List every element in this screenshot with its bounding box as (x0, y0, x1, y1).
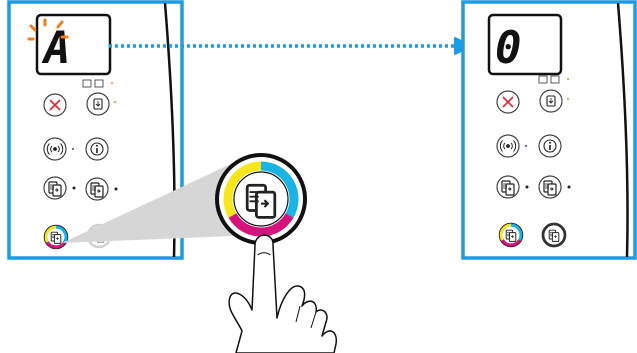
right-display-char: 0 (495, 23, 522, 74)
zoom-callout (62, 153, 307, 245)
right-color-copy-side-button[interactable] (538, 175, 571, 199)
blink-icon (27, 18, 69, 41)
right-indicator-icons (538, 75, 569, 84)
left-cancel-button[interactable] (43, 93, 67, 117)
right-panel: 0 (461, 0, 637, 260)
zoomed-color-copy-button[interactable] (215, 153, 307, 245)
right-cancel-button[interactable] (496, 90, 520, 114)
info-icon (90, 142, 104, 156)
left-indicator-icons (82, 79, 113, 88)
right-resume-button[interactable] (539, 89, 569, 113)
left-color-copy-side-button[interactable] (85, 177, 118, 201)
left-display-char: A (41, 23, 71, 74)
left-display: A (27, 13, 112, 76)
right-info-button[interactable] (538, 134, 562, 158)
left-info-button[interactable] (85, 137, 109, 161)
right-display: 0 (487, 13, 563, 76)
left-black-copy-button[interactable] (43, 176, 76, 200)
right-black-copy-button[interactable] (496, 175, 529, 199)
pointing-hand-icon (228, 234, 338, 353)
left-resume-button[interactable] (86, 92, 116, 116)
right-wireless-button[interactable] (496, 134, 527, 158)
zoom-beam (62, 162, 258, 243)
left-wireless-button[interactable] (43, 137, 74, 161)
right-black-copy-button-lit[interactable] (541, 222, 567, 248)
cancel-icon (49, 99, 61, 111)
wireless-icon (46, 143, 64, 155)
